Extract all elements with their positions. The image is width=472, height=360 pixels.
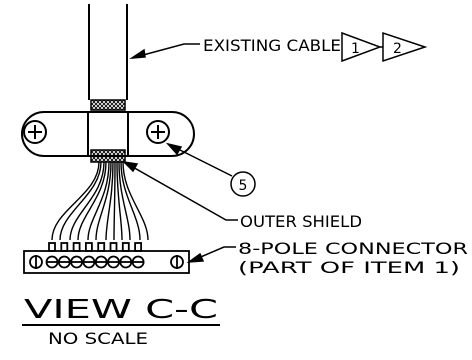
wire-1: [51, 161, 100, 241]
leader-existing-cable: [129, 43, 200, 59]
wire-3b: [95, 161, 112, 241]
connector-mount-right: [170, 255, 184, 269]
connector-label-line1: 8-POLE CONNECTOR: [238, 239, 468, 258]
wire-2b: [77, 161, 107, 241]
leader-outer-shield: [121, 160, 238, 221]
flag-note-2: [382, 31, 428, 63]
connector-pin-5: [94, 242, 108, 269]
connector-mount-left: [29, 255, 43, 269]
flag-1-label: 1: [351, 41, 360, 57]
existing-cable: [88, 4, 128, 100]
leader-item-5: [165, 142, 233, 177]
wire-3: [87, 161, 110, 241]
outer-shield-label: OUTER SHIELD: [240, 212, 362, 231]
connector-pin-8: [131, 242, 145, 269]
wire-4b: [113, 161, 116, 241]
clamp-body: [21, 111, 195, 157]
wire-4: [105, 161, 114, 241]
connector-pin-2: [57, 242, 71, 269]
wire-5b: [118, 161, 131, 241]
item-5-balloon: [230, 171, 256, 197]
wire-1b: [59, 161, 102, 241]
flag-note-1: [341, 31, 383, 63]
connector-pin-7: [119, 242, 133, 269]
flag-2-triangle: [382, 31, 428, 63]
conductor-wires: [51, 161, 149, 241]
view-title: VIEW C-C: [24, 295, 218, 325]
connector-pin-4: [82, 242, 96, 269]
wire-6: [120, 161, 141, 241]
connector-pin-6: [107, 242, 120, 269]
eight-pole-connector: [23, 242, 190, 274]
item-5-number: 5: [239, 178, 248, 194]
flag-2-label: 2: [393, 41, 402, 57]
shield-band-upper: [90, 99, 126, 111]
wire-5: [116, 161, 123, 241]
shield-band-lower: [90, 149, 126, 163]
existing-cable-label: EXISTING CABLE: [203, 36, 341, 55]
scale-note: NO SCALE: [48, 329, 148, 348]
connector-pin-1: [45, 242, 59, 269]
clamp-screw-left: [23, 120, 47, 144]
wire-6b: [122, 161, 149, 241]
connector-label-line2: (PART OF ITEM 1): [238, 258, 460, 277]
leader-connector: [186, 246, 236, 263]
flag-1-triangle: [341, 31, 383, 63]
connector-pins: [45, 242, 145, 269]
wire-2: [69, 161, 105, 241]
clamp-screw-right: [146, 120, 170, 144]
cable-clamp: [21, 111, 195, 157]
connector-pin-3: [70, 242, 83, 269]
